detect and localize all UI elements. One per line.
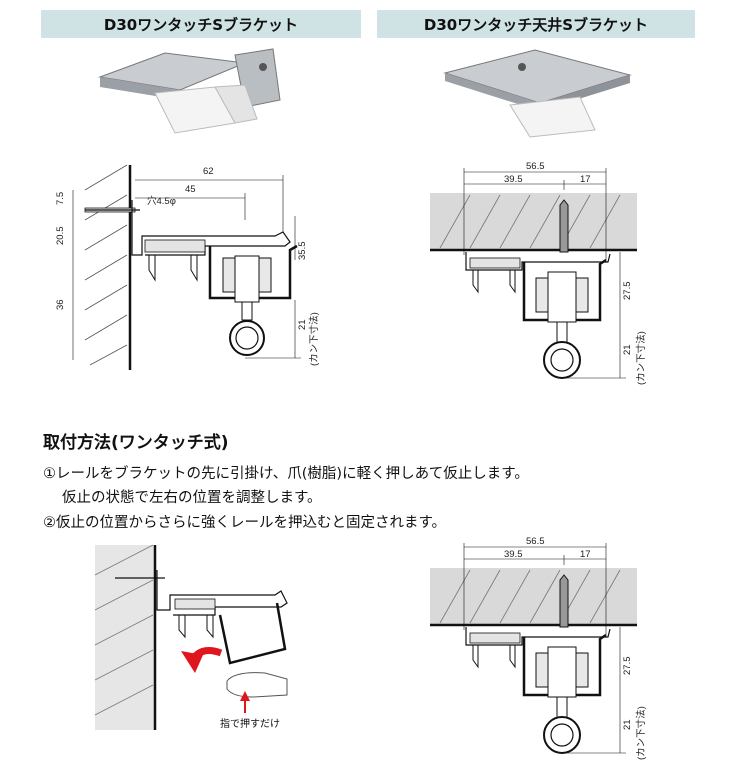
right-technical-drawing: 56.5 39.5 17 27.5 21 (カン下寸法) bbox=[430, 161, 647, 385]
dim-56-5-b: 56.5 bbox=[526, 536, 545, 547]
dim-17-b: 17 bbox=[580, 549, 591, 560]
dim-45: 45 bbox=[185, 184, 196, 195]
dim-62: 62 bbox=[203, 166, 214, 177]
dim-27-5: 27.5 bbox=[622, 282, 633, 301]
dim-hole: 穴4.5φ bbox=[147, 195, 176, 207]
product-title-left: D30ワンタッチSブラケット bbox=[103, 15, 299, 34]
product-title-right: D30ワンタッチ天井Sブラケット bbox=[423, 15, 649, 34]
dim-39-5: 39.5 bbox=[504, 174, 523, 185]
bottom-right-technical-drawing: 56.5 39.5 17 27.5 21 (カン下寸法) bbox=[430, 536, 647, 760]
dim-35-5: 35.5 bbox=[297, 242, 308, 261]
step-1-continued: 仮止の状態で左右の位置を調整します。 bbox=[62, 490, 322, 506]
install-illustration: 指で押すだけ bbox=[94, 544, 288, 730]
dim-kan: (カン下寸法) bbox=[308, 312, 320, 366]
dim-kan-b: (カン下寸法) bbox=[635, 706, 647, 760]
dim-21-right: 21 bbox=[622, 344, 633, 355]
method-title: 取付方法(ワンタッチ式) bbox=[43, 433, 229, 453]
dim-7-5: 7.5 bbox=[55, 192, 66, 205]
product-photo-right bbox=[443, 49, 632, 138]
product-header-right: D30ワンタッチ天井Sブラケット bbox=[377, 10, 695, 38]
dim-21: 21 bbox=[297, 319, 308, 330]
step-2: ②仮止の位置からさらに強くレールを押込むと固定されます。 bbox=[43, 515, 447, 531]
dim-39-5-b: 39.5 bbox=[504, 549, 523, 560]
dim-56-5: 56.5 bbox=[526, 161, 545, 172]
step-1: ①レールをブラケットの先に引掛け、爪(樹脂)に軽く押しあて仮止します。 bbox=[43, 466, 529, 482]
product-photo-left bbox=[98, 48, 281, 134]
dim-kan-right: (カン下寸法) bbox=[635, 331, 647, 385]
product-header-left: D30ワンタッチSブラケット bbox=[41, 10, 361, 38]
dim-36: 36 bbox=[55, 299, 66, 310]
left-technical-drawing: 62 45 穴4.5φ 7.5 20.5 36 35.5 21 (カン下寸法) bbox=[55, 164, 320, 370]
dim-17: 17 bbox=[580, 174, 591, 185]
dim-21-b: 21 bbox=[622, 719, 633, 730]
dim-20-5: 20.5 bbox=[55, 227, 66, 246]
dim-27-5-b: 27.5 bbox=[622, 657, 633, 676]
push-caption: 指で押すだけ bbox=[220, 717, 280, 730]
